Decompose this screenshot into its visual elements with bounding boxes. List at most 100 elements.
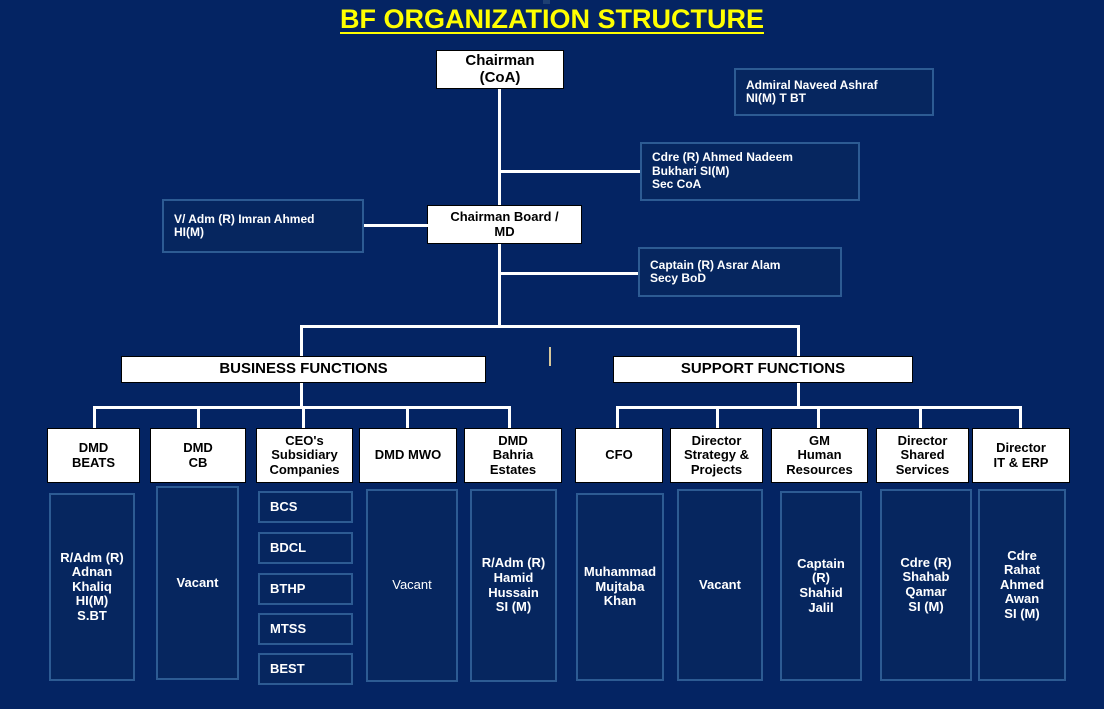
cfo-holder-line1: Muhammad [583,564,657,580]
stray-accent-tick [549,347,551,366]
connector-support-drop-5 [1019,406,1022,430]
dmd-beats-holder-line4: HI(M) [75,593,109,609]
connector-support-drop-2 [716,406,719,430]
md-person-line2: HI(M) [174,225,204,239]
connector-business-down [300,383,303,406]
sec-coa-line2: Bukhari SI(M) [652,163,730,178]
holder-box-dmd-mwo[interactable]: Vacant [366,489,458,682]
holder-box-gm-human-resources[interactable]: Captain (R) Shahid Jalil [780,491,862,681]
dss-line3: Services [895,461,950,477]
holder-box-director-it-erp[interactable]: Cdre Rahat Ahmed Awan SI (M) [978,489,1066,681]
dmd-beats-holder-line5: S.BT [77,607,107,623]
function-box-dmd-bahria-estates[interactable]: DMD Bahria Estates [464,428,562,483]
holder-box-dmd-bahria-estates[interactable]: R/Adm (R) Hamid Hussain SI (M) [470,489,557,682]
chairman-title-line2: (CoA) [479,68,521,86]
sec-coa-box[interactable]: Cdre (R) Ahmed Nadeem Bukhari SI(M) Sec … [640,142,860,201]
gmhr-line1: GM [809,432,830,448]
subsidiary-box-mtss[interactable]: MTSS [258,613,353,645]
connector-chairman-to-md [498,89,501,205]
gmhr-holder-line3: Shahid [799,585,843,600]
holder-box-dmd-beats[interactable]: R/Adm (R) Adnan Khaliq HI(M) S.BT [49,493,135,681]
connector-business-drop-2 [197,406,200,430]
dmd-cb-line2: CB [188,454,208,470]
function-box-director-strategy-projects[interactable]: Director Strategy & Projects [670,428,763,483]
connector-business-drop-3 [302,406,305,430]
holder-box-dmd-cb[interactable]: Vacant [156,486,239,680]
dmd-bahria-holder-line2: Hamid [493,569,534,585]
connector-md-to-secybod [498,272,638,275]
md-person-box[interactable]: V/ Adm (R) Imran Ahmed HI(M) [162,199,364,253]
function-box-cfo[interactable]: CFO [575,428,663,483]
function-box-dmd-beats[interactable]: DMD BEATS [47,428,140,483]
dmd-cb-line1: DMD [183,439,213,455]
subsidiary-box-best[interactable]: BEST [258,653,353,685]
dmd-beats-holder-line1: R/Adm (R) [60,549,124,565]
chairman-board-md-box[interactable]: Chairman Board / MD [427,205,582,244]
subsidiary-label-mtss: MTSS [270,620,307,636]
chairman-person-line1: Admiral Naveed Ashraf [746,77,878,92]
connector-to-support-functions [797,325,800,357]
function-box-ceos-subsidiary-companies[interactable]: CEO's Subsidiary Companies [256,428,353,483]
dmd-bahria-line2: Bahria [492,447,534,463]
dss-holder-line3: Qamar [905,584,947,599]
holder-box-director-shared-services[interactable]: Cdre (R) Shahab Qamar SI (M) [880,489,972,681]
subsidiary-box-bcs[interactable]: BCS [258,491,353,523]
page-title: BF ORGANIZATION STRUCTURE [340,4,764,34]
gmhr-line3: Resources [786,461,853,477]
connector-support-down [797,383,800,406]
dss-line2: Shared [900,447,945,463]
holder-box-director-strategy-projects[interactable]: Vacant [677,489,763,681]
connector-division-split-bar [300,325,800,328]
dss-holder-line2: Shahab [902,569,950,585]
dsp-line3: Projects [690,461,743,477]
function-box-director-shared-services[interactable]: Director Shared Services [876,428,969,483]
connector-support-drop-4 [919,406,922,430]
connector-support-drop-1 [616,406,619,430]
chairman-box[interactable]: Chairman (CoA) [436,50,564,89]
connector-support-drop-3 [817,406,820,430]
dss-holder-line1: Cdre (R) [900,554,952,570]
connector-chairman-to-seccoa [498,170,640,173]
md-person-line1: V/ Adm (R) Imran Ahmed [174,211,315,226]
sec-coa-line3: Sec CoA [652,177,702,192]
diterp-holder-line1: Cdre [1007,547,1037,563]
dsp-line1: Director [691,432,742,448]
diterp-holder-line4: Awan [1004,591,1040,607]
holder-box-cfo[interactable]: Muhammad Mujtaba Khan [576,493,664,681]
secy-bod-box[interactable]: Captain (R) Asrar Alam Secy BoD [638,247,842,297]
chairman-person-box[interactable]: Admiral Naveed Ashraf NI(M) T BT [734,68,934,116]
function-box-director-it-erp[interactable]: Director IT & ERP [972,428,1070,483]
function-box-dmd-mwo[interactable]: DMD MWO [359,428,457,483]
function-box-dmd-cb[interactable]: DMD CB [150,428,246,483]
secy-bod-line1: Captain (R) Asrar Alam [650,257,781,272]
support-functions-box[interactable]: SUPPORT FUNCTIONS [613,356,913,383]
subsidiary-box-bthp[interactable]: BTHP [258,573,353,605]
subsidiary-box-bdcl[interactable]: BDCL [258,532,353,564]
function-box-gm-human-resources[interactable]: GM Human Resources [771,428,868,483]
subsidiary-label-bcs: BCS [270,498,298,514]
dmd-bahria-holder-line4: SI (M) [495,599,532,615]
sec-coa-line1: Cdre (R) Ahmed Nadeem [652,150,793,165]
connector-business-drop-4 [406,406,409,430]
md-line1: Chairman Board / [450,208,559,224]
gmhr-line2: Human [797,447,842,463]
dmd-beats-line2: BEATS [71,454,116,470]
ceos-line1: CEO's [285,432,324,448]
connector-business-drop-5 [508,406,511,430]
md-line2: MD [494,223,515,239]
dmd-bahria-holder-line3: Hussain [488,584,539,600]
connector-business-drop-1 [93,406,96,430]
cfo-holder-line2: Mujtaba [595,578,645,594]
dmd-mwo-line1: DMD MWO [374,447,442,463]
gmhr-holder-line4: Jalil [808,599,834,615]
diterp-line2: IT & ERP [993,454,1049,470]
ceos-line2: Subsidiary [271,447,338,463]
business-functions-box[interactable]: BUSINESS FUNCTIONS [121,356,486,383]
diterp-holder-line2: Rahat [1003,562,1041,578]
dmd-beats-holder-line3: Khaliq [72,578,112,594]
gmhr-holder-line1: Captain [797,555,845,571]
dsp-holder-line1: Vacant [699,576,741,592]
chairman-person-line2: NI(M) T BT [746,91,806,105]
dss-line1: Director [897,432,948,448]
cfo-holder-line3: Khan [603,593,637,609]
